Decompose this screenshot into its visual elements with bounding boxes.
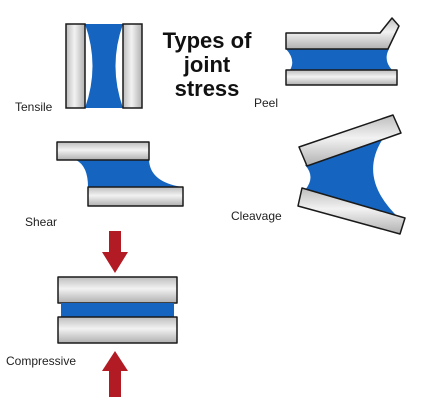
compressive-top-plate bbox=[57, 276, 178, 304]
shear-top-plate bbox=[56, 141, 150, 161]
compressive-bottom-plate bbox=[57, 316, 178, 344]
compressive-arrow-up bbox=[102, 351, 128, 397]
peel-adhesive bbox=[286, 49, 392, 70]
shear-bottom-plate bbox=[87, 186, 184, 207]
title-line-3: stress bbox=[175, 76, 240, 101]
tensile-left-plate bbox=[65, 23, 86, 109]
title-line-2: joint bbox=[183, 52, 231, 77]
tensile-label: Tensile bbox=[15, 100, 53, 114]
compressive-label: Compressive bbox=[6, 354, 76, 368]
cleavage-joint bbox=[297, 114, 406, 235]
peel-top-plate bbox=[285, 17, 400, 50]
compressive-joint bbox=[57, 231, 178, 397]
compressive-adhesive bbox=[61, 303, 174, 317]
shear-label: Shear bbox=[25, 215, 57, 229]
title-line-1: Types of bbox=[163, 28, 253, 53]
shear-joint bbox=[56, 141, 184, 207]
peel-joint bbox=[285, 17, 400, 86]
tensile-right-plate bbox=[122, 23, 143, 109]
cleavage-top-plate bbox=[298, 114, 402, 167]
tensile-joint bbox=[65, 23, 143, 109]
shear-adhesive bbox=[76, 160, 182, 187]
cleavage-bottom-plate bbox=[297, 187, 406, 235]
tensile-adhesive bbox=[85, 24, 123, 108]
peel-bottom-plate bbox=[285, 69, 398, 86]
compressive-arrow-down bbox=[102, 231, 128, 273]
peel-label: Peel bbox=[254, 96, 278, 110]
cleavage-label: Cleavage bbox=[231, 209, 282, 223]
